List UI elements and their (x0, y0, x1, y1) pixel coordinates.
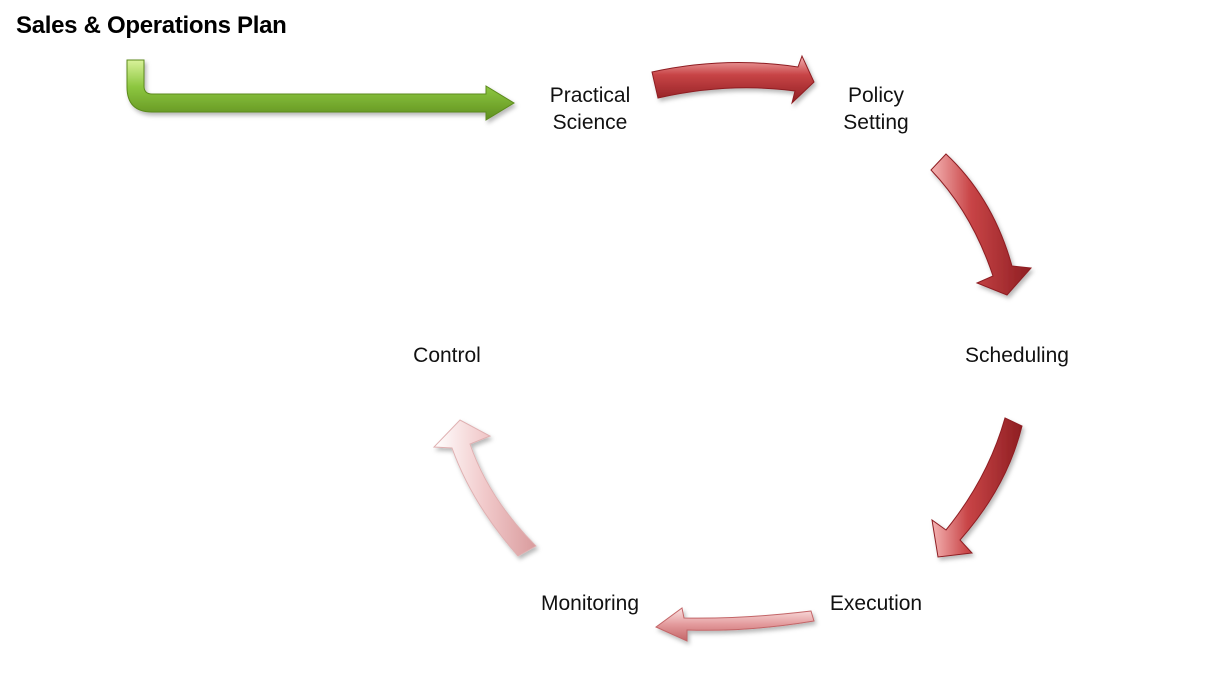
node-execution: Execution (830, 590, 922, 617)
node-control: Control (413, 342, 481, 369)
node-control-label: Control (413, 344, 481, 367)
node-policy-setting-line2: Setting (843, 111, 909, 134)
node-scheduling: Scheduling (965, 342, 1069, 369)
arrow-scheduling-to-execution (931, 417, 1023, 558)
node-monitoring-label: Monitoring (540, 592, 640, 615)
arrow-policy-to-scheduling (930, 153, 1033, 296)
arrow-monitoring-to-control (432, 419, 537, 557)
arrow-practical-to-policy (651, 54, 815, 105)
node-scheduling-label: Scheduling (965, 344, 1069, 367)
node-monitoring: Monitoring (541, 590, 639, 617)
node-policy-setting: Policy Setting (843, 82, 908, 136)
entry-arrow (126, 59, 515, 121)
node-practical-science-line2: Science (552, 111, 628, 134)
arrow-execution-to-monitoring (655, 607, 815, 642)
node-execution-label: Execution (829, 592, 923, 615)
node-practical-science: Practical Science (550, 82, 631, 136)
node-practical-science-line1: Practical (549, 84, 631, 107)
node-policy-setting-line1: Policy (847, 84, 905, 107)
diagram-title: Sales & Operations Plan (16, 12, 287, 39)
